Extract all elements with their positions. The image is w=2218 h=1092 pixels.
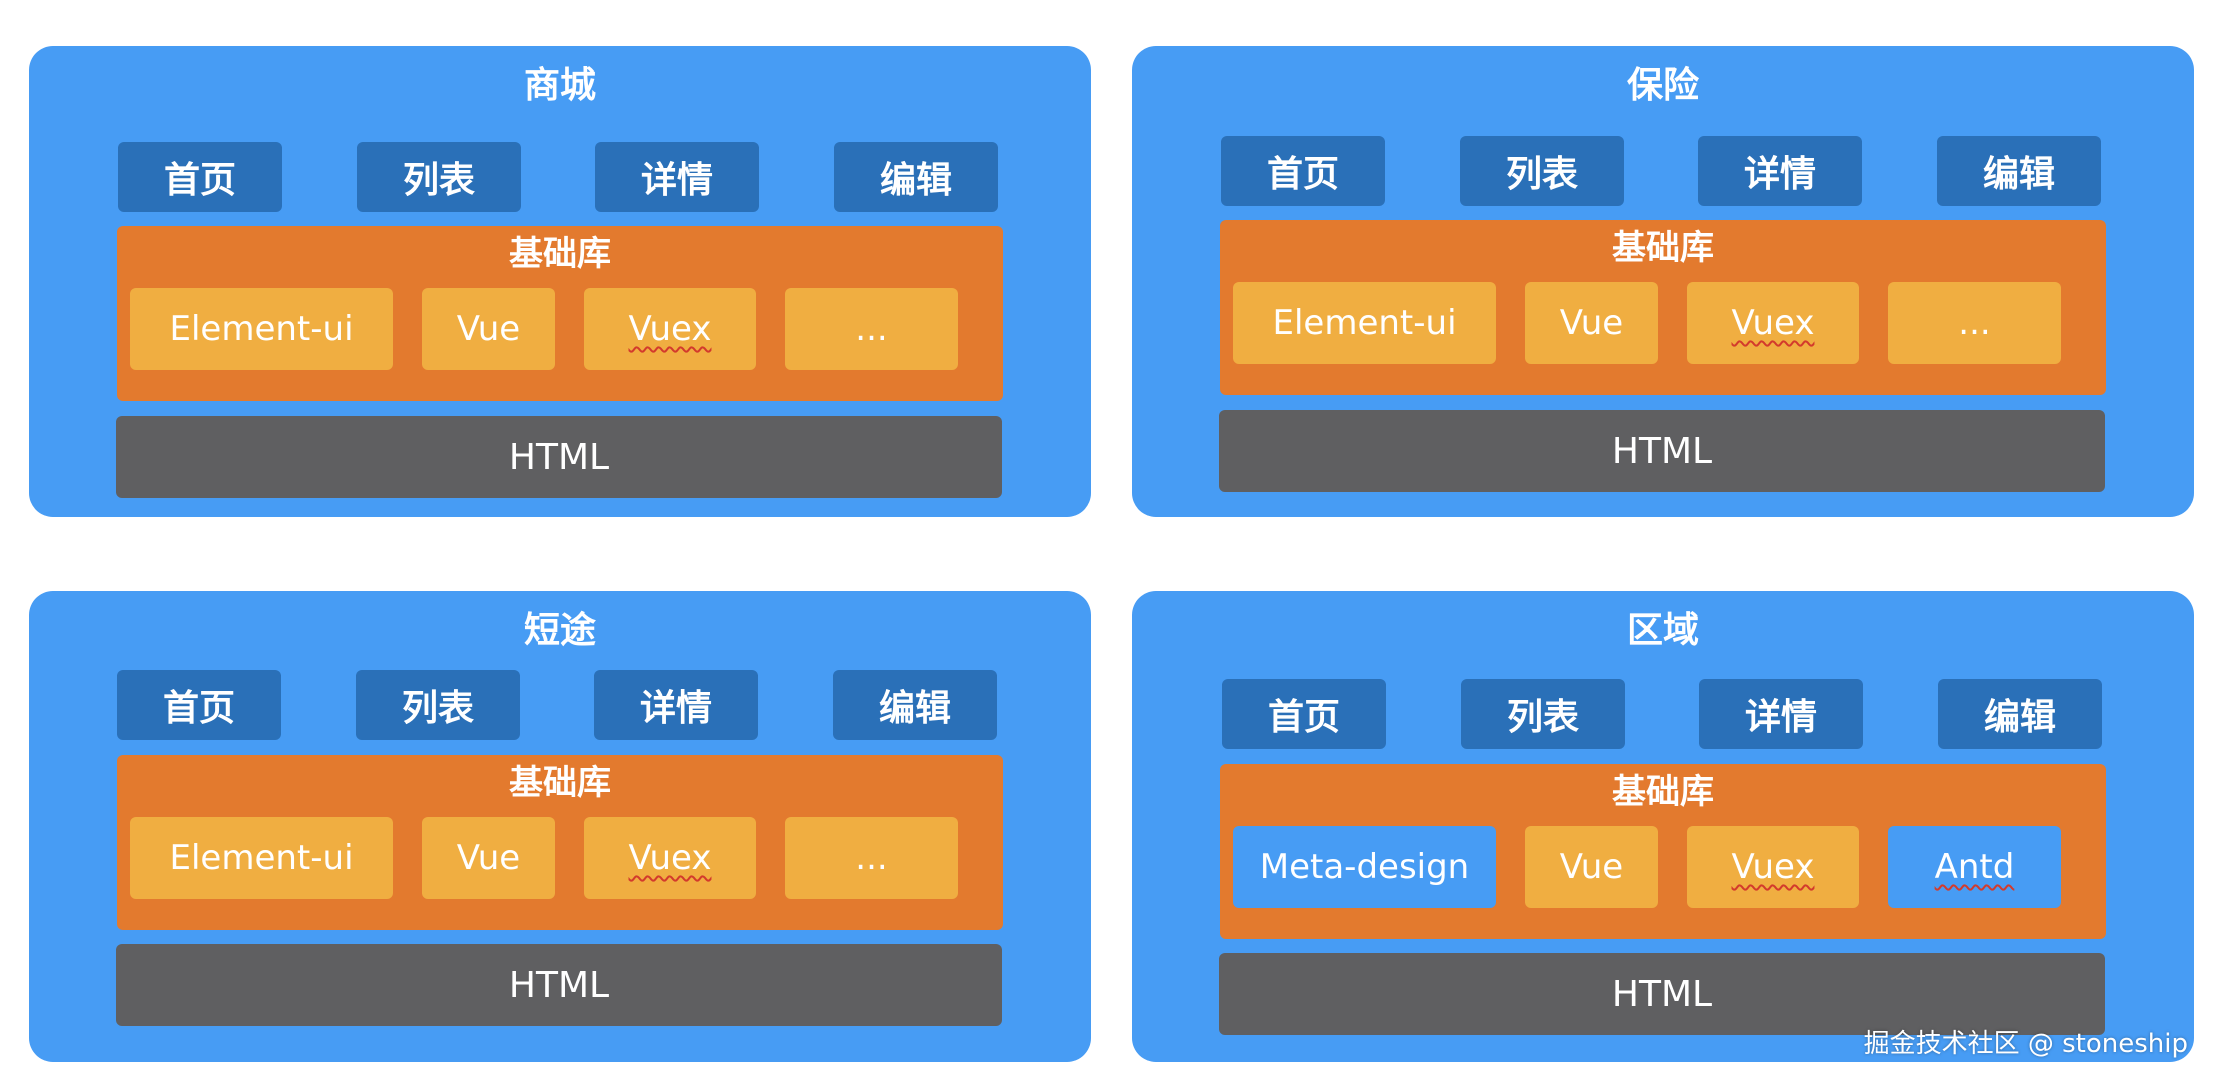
base-library-title: 基础库 — [509, 763, 611, 803]
lib-more: ... — [785, 817, 958, 899]
panel-quyu: 区域 首页 列表 详情 编辑 基础库 Meta-design Vue Vuex … — [1132, 591, 2194, 1062]
page-detail: 详情 — [1699, 679, 1863, 749]
html-layer: HTML — [1219, 410, 2105, 492]
panel-baoxian: 保险 首页 列表 详情 编辑 基础库 Element-ui Vue Vuex .… — [1132, 46, 2194, 517]
lib-more: ... — [785, 288, 958, 370]
page-edit: 编辑 — [833, 670, 997, 740]
lib-element-ui: Element-ui — [130, 817, 393, 899]
panel-title: 区域 — [1626, 610, 1699, 651]
lib-antd-label: Antd — [1934, 847, 2015, 887]
lib-vuex-label: Vuex — [628, 838, 712, 878]
base-library-title: 基础库 — [1612, 228, 1714, 268]
lib-vuex-label: Vuex — [1731, 303, 1815, 343]
lib-vue: Vue — [1525, 826, 1658, 908]
lib-meta-design: Meta-design — [1233, 826, 1496, 908]
panel-title: 商城 — [523, 65, 596, 106]
lib-vue: Vue — [422, 817, 555, 899]
html-layer: HTML — [116, 416, 1002, 498]
lib-vuex: Vuex — [584, 288, 756, 370]
page-home: 首页 — [117, 670, 281, 740]
watermark: 掘金技术社区 @ stoneship — [1863, 1029, 2188, 1059]
page-list: 列表 — [356, 670, 520, 740]
page-home: 首页 — [1222, 679, 1386, 749]
base-library-title: 基础库 — [509, 234, 611, 274]
lib-element-ui: Element-ui — [130, 288, 393, 370]
page-edit: 编辑 — [1938, 679, 2102, 749]
panel-duantu: 短途 首页 列表 详情 编辑 基础库 Element-ui Vue Vuex .… — [29, 591, 1091, 1062]
panel-title: 短途 — [523, 610, 596, 651]
html-layer: HTML — [116, 944, 1002, 1026]
page-list: 列表 — [1461, 679, 1625, 749]
base-library: 基础库 Element-ui Vue Vuex ... — [117, 226, 1003, 401]
page-list: 列表 — [357, 142, 521, 212]
page-list: 列表 — [1460, 136, 1624, 206]
lib-vue: Vue — [422, 288, 555, 370]
lib-vuex-label: Vuex — [628, 309, 712, 349]
page-edit: 编辑 — [1937, 136, 2101, 206]
lib-more: ... — [1888, 282, 2061, 364]
base-library-title: 基础库 — [1612, 772, 1714, 812]
lib-vue: Vue — [1525, 282, 1658, 364]
lib-vuex: Vuex — [1687, 826, 1859, 908]
lib-vuex: Vuex — [1687, 282, 1859, 364]
panel-shangcheng: 商城 首页 列表 详情 编辑 基础库 Element-ui Vue Vuex .… — [29, 46, 1091, 517]
lib-element-ui: Element-ui — [1233, 282, 1496, 364]
page-home: 首页 — [118, 142, 282, 212]
lib-vuex: Vuex — [584, 817, 756, 899]
base-library: 基础库 Element-ui Vue Vuex ... — [1220, 220, 2106, 395]
page-detail: 详情 — [1698, 136, 1862, 206]
lib-antd: Antd — [1888, 826, 2061, 908]
base-library: 基础库 Meta-design Vue Vuex Antd — [1220, 764, 2106, 939]
page-edit: 编辑 — [834, 142, 998, 212]
lib-vuex-label: Vuex — [1731, 847, 1815, 887]
page-home: 首页 — [1221, 136, 1385, 206]
page-detail: 详情 — [595, 142, 759, 212]
panel-title: 保险 — [1626, 65, 1699, 106]
html-layer: HTML — [1219, 953, 2105, 1035]
base-library: 基础库 Element-ui Vue Vuex ... — [117, 755, 1003, 930]
page-detail: 详情 — [594, 670, 758, 740]
